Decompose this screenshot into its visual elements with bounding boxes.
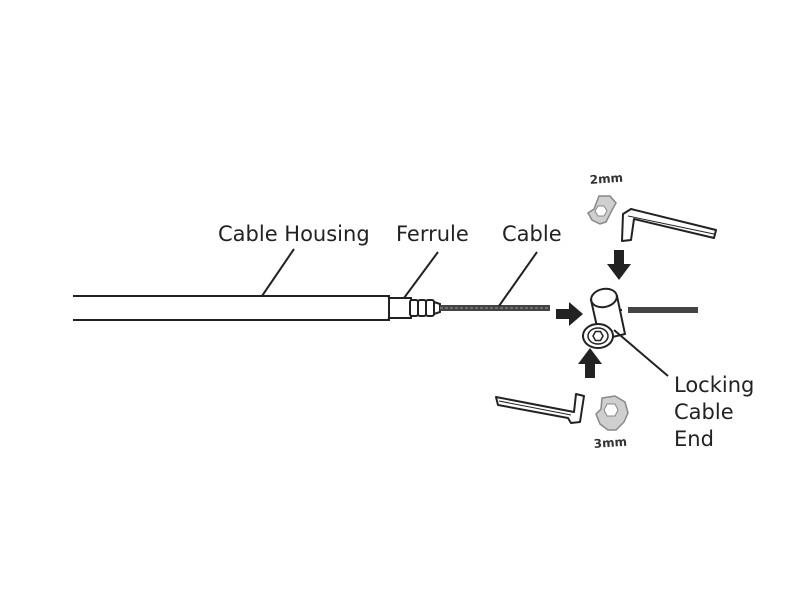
label-cable-line: Cable [674, 400, 734, 424]
label-end-line: End [674, 427, 714, 451]
hex-socket-icon [592, 330, 604, 342]
locking-cable-end [582, 287, 627, 349]
label-locking-cable-end: Locking Cable End [674, 373, 761, 451]
bottom-wrench-size-label: 3mm [593, 435, 627, 451]
wrench-icon-3mm [595, 395, 629, 431]
insert-arrow [556, 302, 583, 326]
cable-housing [73, 295, 393, 321]
cable [440, 305, 550, 311]
leader-ferrule [403, 251, 439, 299]
cable-exit [612, 307, 698, 313]
wrench-icon-2mm [587, 195, 617, 225]
ferrule [388, 297, 441, 319]
leader-cable [498, 251, 538, 307]
up-arrow [578, 348, 602, 378]
down-arrow [607, 250, 631, 280]
leader-locking-cable-end [613, 329, 669, 377]
label-locking-line: Locking [674, 373, 754, 397]
leader-cable-housing [261, 248, 295, 297]
label-ferrule: Ferrule [396, 222, 469, 246]
label-cable-housing: Cable Housing [218, 222, 370, 246]
top-wrench-size-label: 2mm [589, 171, 623, 187]
label-cable: Cable [502, 222, 562, 246]
